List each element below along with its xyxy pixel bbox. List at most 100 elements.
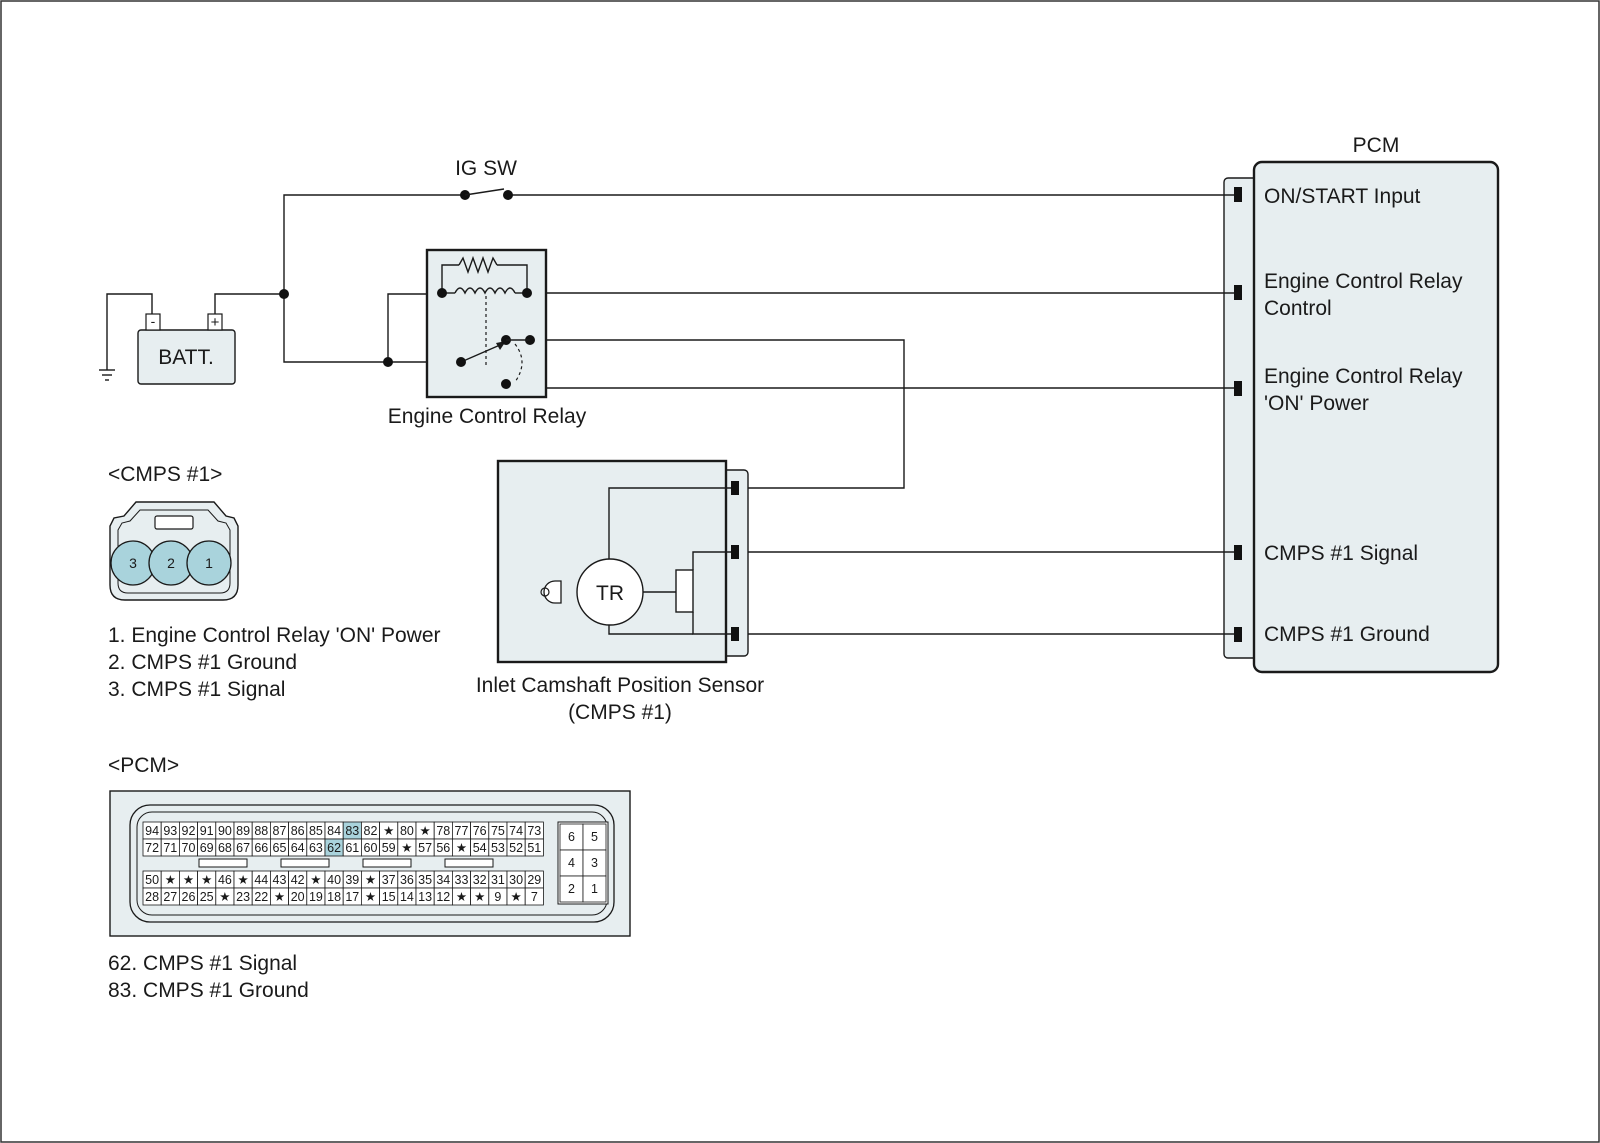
pcm-pin-label: 50 xyxy=(145,873,159,887)
pcm-pin-label: 62 xyxy=(327,841,341,855)
pcm-pin-label: ★ xyxy=(419,824,430,838)
transistor-icon xyxy=(576,558,644,626)
pcm-pin-on-start: ON/START Input xyxy=(1264,185,1421,208)
pcm-pin-label: ★ xyxy=(456,841,467,855)
pcm-connector-title: <PCM> xyxy=(108,754,179,777)
cmps-legend-item: 2. CMPS #1 Ground xyxy=(108,651,297,674)
pcm-pin-label: 68 xyxy=(218,841,232,855)
pcm-pin-ecr-control-line2: Control xyxy=(1264,297,1332,320)
pcm-small-pin-label: 3 xyxy=(591,856,598,870)
pcm-pin-label: 72 xyxy=(145,841,159,855)
pcm-pin-label: 26 xyxy=(182,890,196,904)
pcm-pin-label: 39 xyxy=(345,873,359,887)
ig-switch: IG SW xyxy=(455,157,517,200)
pcm-pin-label: 40 xyxy=(327,873,341,887)
cmps-legend-item: 1. Engine Control Relay 'ON' Power xyxy=(108,624,441,647)
cmps-connector-title: <CMPS #1> xyxy=(108,463,222,486)
pcm-pin-label: 87 xyxy=(273,824,287,838)
pcm-pin-label: 46 xyxy=(218,873,232,887)
pcm-pin-label: 71 xyxy=(163,841,177,855)
pcm-pin-label: 43 xyxy=(273,873,287,887)
battery: - + BATT. xyxy=(137,313,236,385)
wire-to-relay-switch xyxy=(283,294,461,363)
pcm-pin-label: 28 xyxy=(145,890,159,904)
pcm-pin-label: 32 xyxy=(473,873,487,887)
pcm-pin-label: 83 xyxy=(345,824,359,838)
pcm-terminal xyxy=(1234,545,1242,560)
pcm-pin-label: ★ xyxy=(310,873,321,887)
cmps-pin-label: 3 xyxy=(129,555,137,571)
pcm-pin-label: 57 xyxy=(418,841,432,855)
pcm-pin-label: 7 xyxy=(531,890,538,904)
pcm-pin-ecr-power-line1: Engine Control Relay xyxy=(1264,365,1463,388)
pcm-legend-item: 62. CMPS #1 Signal xyxy=(108,952,297,975)
pcm-pin-label: 36 xyxy=(400,873,414,887)
pcm-pin-label: 37 xyxy=(382,873,396,887)
pcm-pin-label: 85 xyxy=(309,824,323,838)
pcm-pin-label: 29 xyxy=(527,873,541,887)
pcm-pin-label: 13 xyxy=(418,890,432,904)
pcm-pin-label: 35 xyxy=(418,873,432,887)
pcm-pin-label: 34 xyxy=(436,873,450,887)
pcm-pin-label: 15 xyxy=(382,890,396,904)
pcm-pin-label: 78 xyxy=(436,824,450,838)
pcm-pin-label: 12 xyxy=(436,890,450,904)
sensor-label-line2: (CMPS #1) xyxy=(568,701,672,724)
target-wheel-icon xyxy=(540,580,562,604)
battery-positive-sign: + xyxy=(211,314,220,331)
pcm-terminal xyxy=(1234,285,1242,300)
cmps-connector-view: <CMPS #1> 3 2 1 1. Engine Control Relay … xyxy=(108,463,441,701)
pcm-pin-label: ★ xyxy=(165,873,176,887)
pcm-pin-label: 19 xyxy=(309,890,323,904)
pcm-pin-label: ★ xyxy=(365,873,376,887)
sensor-resistor-icon xyxy=(675,569,694,613)
pcm-pin-label: 80 xyxy=(400,824,414,838)
pcm-pin-label: 74 xyxy=(509,824,523,838)
pcm-pin-label: 76 xyxy=(473,824,487,838)
wire-battery-ground xyxy=(106,293,153,370)
pcm-pin-label: 18 xyxy=(327,890,341,904)
pcm-pin-label: ★ xyxy=(201,873,212,887)
pcm-pin-label: 94 xyxy=(145,824,159,838)
pcm-pin-label: 59 xyxy=(382,841,396,855)
transistor-label: TR xyxy=(596,582,624,605)
pcm-terminal xyxy=(1234,627,1242,642)
pcm-pin-label: ★ xyxy=(401,841,412,855)
pcm-pin-label: 56 xyxy=(436,841,450,855)
pcm-pin-cell xyxy=(524,887,544,906)
pcm-pin-label: 44 xyxy=(254,873,268,887)
wire-relay-coil-feed xyxy=(387,293,442,362)
pcm-pin-label: 77 xyxy=(455,824,469,838)
pcm-pin-label: ★ xyxy=(456,890,467,904)
pcm-pin-cmps-signal: CMPS #1 Signal xyxy=(1264,542,1418,565)
pcm-pin-label: 27 xyxy=(163,890,177,904)
relay-coil-icon xyxy=(454,287,516,295)
pcm-pin-label: 92 xyxy=(182,824,196,838)
pcm-pin-label: 30 xyxy=(509,873,523,887)
pcm-pin-label: 88 xyxy=(254,824,268,838)
pcm-pin-label: 22 xyxy=(254,890,268,904)
pcm-pin-label: 9 xyxy=(494,890,501,904)
pcm-small-pin-label: 2 xyxy=(568,882,575,896)
pcm-small-pin-cell xyxy=(582,875,607,903)
battery-positive-terminal xyxy=(207,313,223,331)
engine-control-relay: Engine Control Relay xyxy=(388,248,587,428)
pcm-pin-label: 63 xyxy=(309,841,323,855)
pcm-pin-label: 73 xyxy=(527,824,541,838)
pcm-pin-label: 60 xyxy=(364,841,378,855)
pcm-small-pin-label: 5 xyxy=(591,830,598,844)
pcm-pin-label: 61 xyxy=(345,841,359,855)
relay-box xyxy=(425,248,548,399)
pcm-pin-label: 54 xyxy=(473,841,487,855)
cmps-pin-label: 2 xyxy=(167,555,175,571)
pcm-pin-label: 64 xyxy=(291,841,305,855)
pcm-pin-label: 33 xyxy=(455,873,469,887)
pcm-pin-label: 51 xyxy=(527,841,541,855)
cmps-legend-item: 3. CMPS #1 Signal xyxy=(108,678,285,701)
pcm-pin-label: 75 xyxy=(491,824,505,838)
pcm-pin-label: ★ xyxy=(183,873,194,887)
pcm-pin-label: 86 xyxy=(291,824,305,838)
wire-relay-output-to-sensor xyxy=(530,339,905,489)
pcm-pin-label: 14 xyxy=(400,890,414,904)
